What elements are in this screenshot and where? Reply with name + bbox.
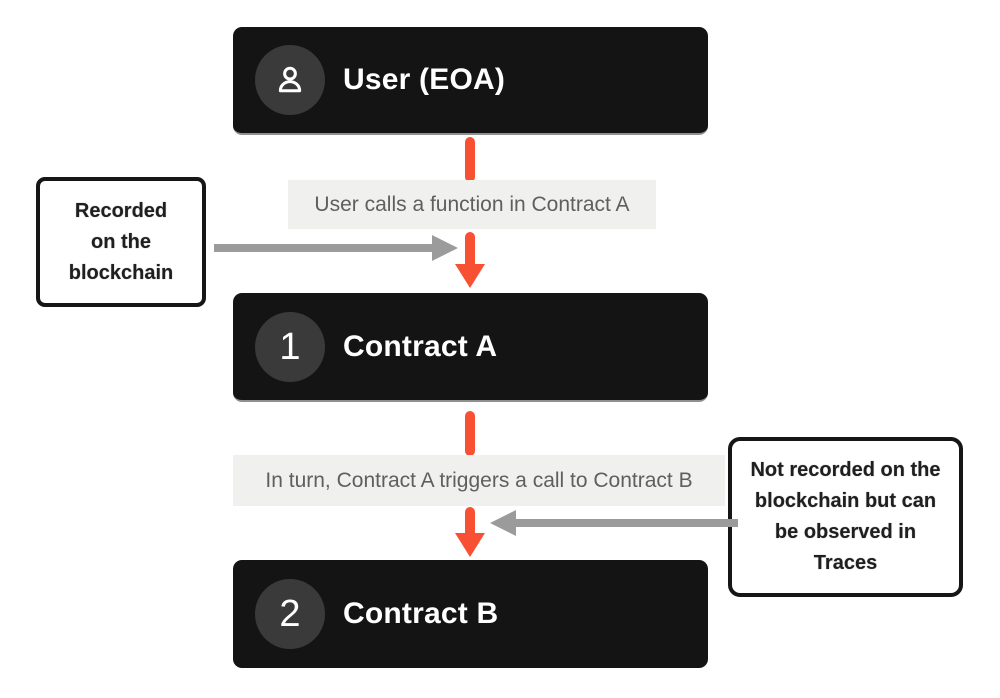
callout-line: Not recorded on the (750, 459, 941, 481)
callout-line: blockchain (68, 261, 174, 284)
orange-arrow-a-to-b-shaft-top (465, 411, 475, 456)
gray-arrow-right-head-icon (432, 235, 458, 261)
badge-number: 2 (279, 593, 301, 635)
callout-line: Traces (813, 552, 878, 574)
edge-label-user-to-a: User calls a function in Contract A (288, 180, 656, 229)
node-contract-b: 2 Contract B (233, 560, 708, 668)
callout-line: on the (91, 230, 151, 253)
user-icon (278, 66, 302, 93)
node-user: User (EOA) (233, 27, 708, 135)
node-contract-a: 1 Contract A (233, 293, 708, 402)
step-2-badge: 2 (255, 579, 325, 649)
callout-line: Recorded (74, 199, 168, 222)
orange-arrow-user-to-a-head-icon (455, 264, 485, 288)
orange-arrow-user-to-a-shaft-bottom (465, 232, 475, 270)
orange-arrow-a-to-b-shaft-bottom (465, 507, 475, 539)
node-title: Contract A (343, 329, 498, 363)
callout-recorded-on-blockchain: Recorded on the blockchain (36, 177, 206, 307)
gray-arrow-left-shaft (214, 244, 434, 252)
node-title: Contract B (343, 597, 499, 630)
callout-line: be observed in (774, 521, 917, 543)
orange-arrow-a-to-b-head-icon (455, 533, 485, 557)
callout-line: blockchain but can (754, 490, 937, 512)
gray-arrow-right-shaft (516, 519, 738, 527)
orange-arrow-user-to-a-shaft-top (465, 137, 475, 182)
user-avatar-circle (255, 45, 325, 115)
node-title: User (EOA) (343, 63, 506, 96)
gray-arrow-left-head-icon (490, 510, 516, 536)
edge-label-a-to-b: In turn, Contract A triggers a call to C… (233, 455, 725, 506)
callout-not-recorded-traces: Not recorded on the blockchain but can b… (728, 437, 963, 597)
step-1-badge: 1 (255, 311, 325, 382)
badge-number: 1 (279, 325, 301, 368)
